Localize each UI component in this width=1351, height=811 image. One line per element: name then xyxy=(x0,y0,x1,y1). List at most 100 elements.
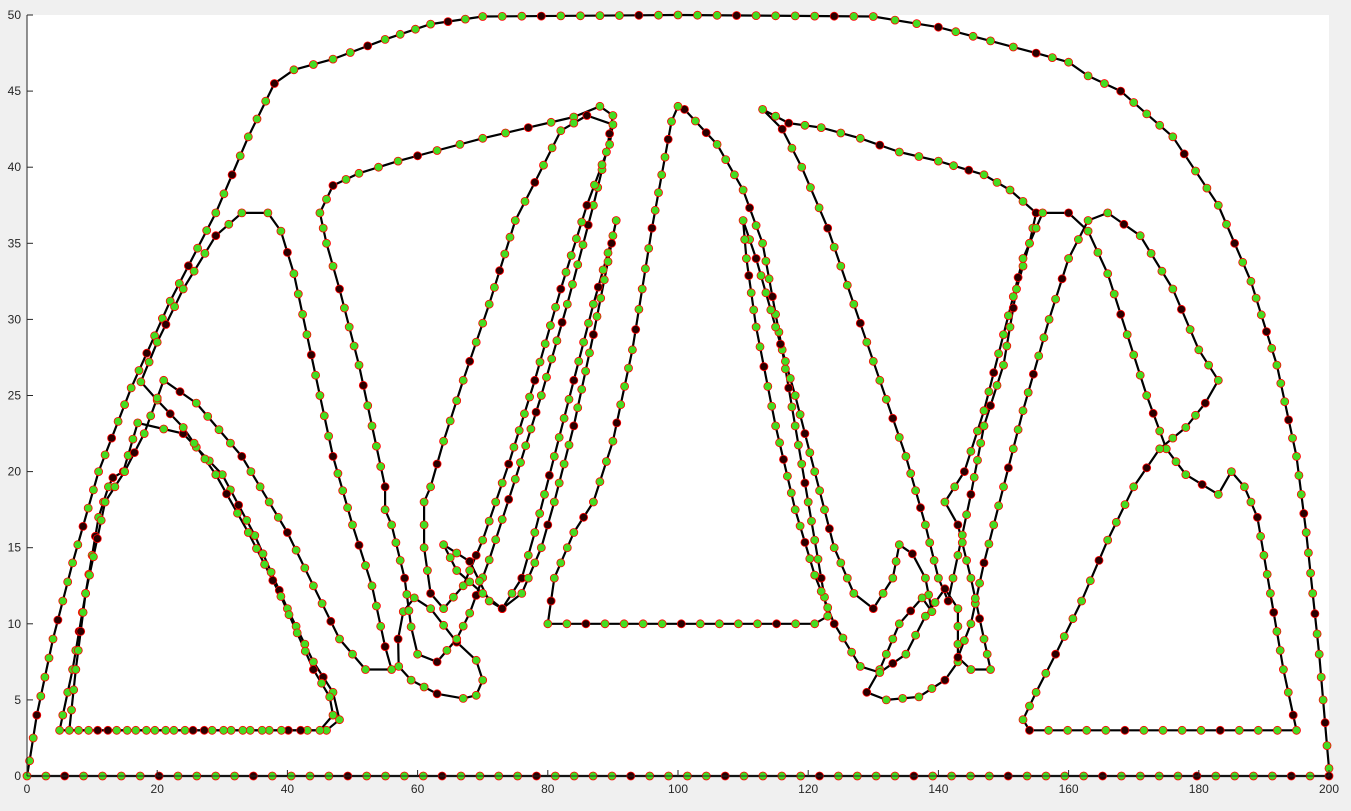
node-marker xyxy=(146,411,156,421)
node-marker xyxy=(855,133,865,143)
node-marker xyxy=(554,478,564,488)
node-marker xyxy=(999,482,1008,492)
node-marker xyxy=(960,636,969,645)
node-marker xyxy=(319,411,329,421)
node-marker xyxy=(957,530,967,540)
node-marker xyxy=(1185,325,1195,334)
node-marker xyxy=(1119,219,1129,229)
node-marker xyxy=(966,665,976,674)
node-marker xyxy=(426,482,436,492)
y-tick-label: 10 xyxy=(8,617,22,631)
node-marker xyxy=(556,126,566,136)
node-marker xyxy=(501,128,510,138)
node-marker xyxy=(219,189,229,199)
node-marker xyxy=(986,36,995,46)
node-marker xyxy=(855,662,865,671)
node-marker xyxy=(165,409,175,419)
node-marker xyxy=(180,725,190,735)
node-marker xyxy=(934,573,943,583)
node-marker xyxy=(1269,608,1279,617)
x-tick-label: 60 xyxy=(411,782,425,796)
node-marker xyxy=(1023,388,1033,397)
node-marker xyxy=(1120,500,1130,510)
node-marker xyxy=(595,477,605,487)
node-marker xyxy=(536,543,546,553)
node-marker xyxy=(465,356,475,366)
node-marker xyxy=(514,426,524,435)
node-marker xyxy=(979,634,989,644)
node-marker xyxy=(92,534,102,543)
node-marker xyxy=(189,438,199,448)
node-marker xyxy=(380,505,390,515)
node-marker xyxy=(354,540,364,550)
node-marker xyxy=(791,619,800,629)
node-marker xyxy=(406,622,416,632)
node-marker xyxy=(282,528,292,537)
node-marker xyxy=(1204,360,1213,370)
node-marker xyxy=(547,354,557,364)
node-marker xyxy=(1253,725,1263,735)
node-marker xyxy=(48,634,58,644)
node-marker xyxy=(868,604,878,613)
x-tick-label: 160 xyxy=(1059,782,1079,796)
node-marker xyxy=(540,339,550,349)
node-marker xyxy=(1308,589,1318,598)
node-marker xyxy=(599,275,609,285)
node-marker xyxy=(929,556,939,565)
node-marker xyxy=(751,322,761,332)
node-marker xyxy=(1051,649,1060,659)
node-marker xyxy=(934,22,943,32)
node-marker xyxy=(940,675,950,685)
node-marker xyxy=(510,474,520,484)
node-marker xyxy=(517,589,527,598)
node-marker xyxy=(595,11,605,21)
node-marker xyxy=(298,309,308,319)
node-marker xyxy=(554,432,564,442)
node-marker xyxy=(768,292,777,302)
node-marker xyxy=(214,425,224,435)
node-marker xyxy=(1031,687,1041,697)
node-marker xyxy=(986,665,995,674)
node-marker xyxy=(761,288,771,298)
node-marker xyxy=(562,543,572,553)
node-marker xyxy=(338,486,348,496)
node-marker xyxy=(989,520,999,530)
node-marker xyxy=(1177,304,1186,314)
node-marker xyxy=(1068,614,1078,624)
node-marker xyxy=(478,12,488,21)
node-marker xyxy=(144,357,154,367)
node-marker xyxy=(245,725,255,735)
boundary-curve-3 xyxy=(68,211,393,732)
node-marker xyxy=(815,486,824,496)
node-marker xyxy=(207,725,217,735)
x-tick-label: 140 xyxy=(928,782,948,796)
node-marker xyxy=(562,299,572,309)
node-marker xyxy=(745,203,754,213)
node-marker xyxy=(183,261,193,271)
node-marker xyxy=(497,11,507,21)
node-marker xyxy=(1120,725,1130,735)
node-marker xyxy=(419,520,429,530)
node-marker xyxy=(333,469,343,478)
node-marker xyxy=(589,330,598,340)
node-marker xyxy=(131,725,141,735)
node-marker xyxy=(371,601,381,611)
node-marker xyxy=(1029,369,1038,379)
node-marker xyxy=(226,725,236,735)
node-marker xyxy=(908,549,917,559)
node-marker xyxy=(914,152,924,161)
node-marker xyxy=(611,216,621,225)
node-marker xyxy=(1275,646,1285,655)
node-marker xyxy=(276,226,286,236)
node-marker xyxy=(543,520,553,530)
node-marker xyxy=(1012,284,1021,294)
node-marker xyxy=(838,633,848,643)
node-marker xyxy=(478,675,488,685)
node-marker xyxy=(504,494,514,504)
node-marker xyxy=(361,561,370,570)
node-marker xyxy=(96,515,106,525)
node-marker xyxy=(814,203,824,213)
node-marker xyxy=(139,429,149,439)
node-marker xyxy=(1155,444,1165,454)
node-marker xyxy=(273,512,283,522)
